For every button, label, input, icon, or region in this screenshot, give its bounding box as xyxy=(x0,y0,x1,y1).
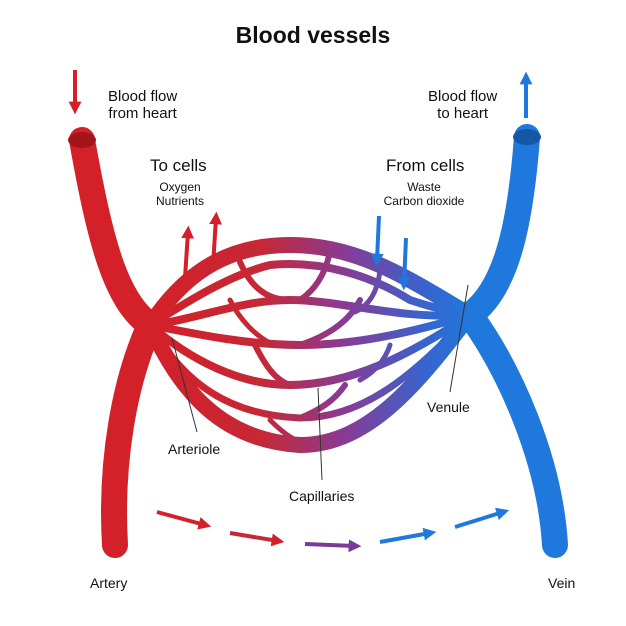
to-cells-item-nutrients: Nutrients xyxy=(155,193,205,208)
from-cells-item-waste: Waste xyxy=(407,180,441,194)
from-cells-arrow-2 xyxy=(397,237,411,291)
capillaries-leader xyxy=(317,387,323,481)
flow-in-line-2: from heart xyxy=(108,105,177,123)
flow-in-line-1: Blood flow xyxy=(108,88,178,105)
bottom-arrow-2 xyxy=(229,531,285,547)
capillary-network xyxy=(142,237,478,453)
venule-label: Venule xyxy=(427,399,470,415)
to-cells-heading: To cells xyxy=(150,156,207,175)
arteriole-leader xyxy=(171,337,198,433)
vein-vessel xyxy=(457,124,568,558)
from-cells-item-co2: Carbon dioxide xyxy=(383,193,465,208)
flow-out-line-1: Blood flow xyxy=(428,88,498,105)
from-cells-heading: From cells xyxy=(386,156,465,175)
artery-vessel xyxy=(68,127,163,558)
venule-leader xyxy=(449,284,469,393)
from-cells-items: Waste Carbon dioxide xyxy=(374,180,474,209)
bottom-flow-arrows xyxy=(156,507,510,553)
to-cells-arrows xyxy=(181,211,222,279)
diagram-title: Blood vessels xyxy=(235,22,391,48)
bottom-arrow-4 xyxy=(379,527,437,544)
arteriole-label: Arteriole xyxy=(168,441,221,457)
leader-lines xyxy=(171,284,469,481)
flow-out-line-2: to heart xyxy=(437,105,489,123)
artery-label: Artery xyxy=(90,575,128,591)
to-cells-item-oxygen: Oxygen xyxy=(159,180,201,194)
flow-in-label: Blood flow from heart xyxy=(108,88,177,123)
from-cells-arrows xyxy=(370,215,411,291)
flow-out-label: Blood flow to heart xyxy=(428,88,497,123)
bottom-arrow-5 xyxy=(454,507,510,529)
bottom-arrow-1 xyxy=(156,510,212,530)
from-cells-arrow-1 xyxy=(370,215,384,267)
capillaries-label: Capillaries xyxy=(289,488,355,504)
to-cells-arrow-2 xyxy=(209,211,222,267)
bottom-arrow-3 xyxy=(304,539,362,553)
to-cells-items: Oxygen Nutrients xyxy=(148,180,212,209)
vein-label: Vein xyxy=(548,575,576,591)
to-cells-arrow-1 xyxy=(181,225,194,279)
